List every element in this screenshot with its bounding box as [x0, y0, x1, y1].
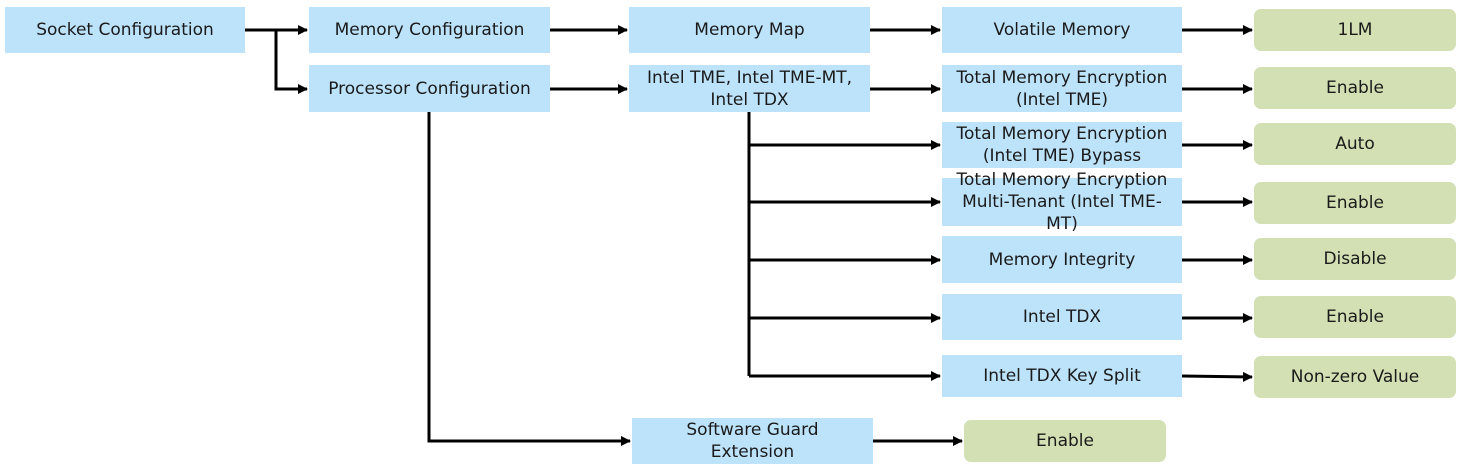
memory-configuration-label: Memory Configuration — [334, 20, 525, 40]
intel-tdx-label: Intel TDX — [1022, 307, 1102, 327]
memory-integrity-value-label: Disable — [1323, 249, 1387, 269]
software-guard-extension-value-label: Enable — [1036, 431, 1094, 451]
volatile-memory-label: Volatile Memory — [993, 20, 1131, 40]
memory-map-label: Memory Map — [694, 20, 805, 40]
tme-bypass-value: Auto — [1254, 123, 1456, 165]
socket-configuration-node: Socket Configuration — [5, 7, 245, 53]
software-guard-extension-node: Software Guard Extension — [632, 418, 873, 464]
tme-multi-tenant-value: Enable — [1254, 182, 1456, 224]
processor-configuration-node: Processor Configuration — [309, 65, 550, 112]
memory-integrity-value: Disable — [1254, 238, 1456, 280]
intel-tdx-value: Enable — [1254, 296, 1456, 338]
memory-map-node: Memory Map — [629, 7, 870, 53]
tme-value-label: Enable — [1326, 78, 1384, 98]
software-guard-extension-label: Software Guard Extension — [686, 420, 819, 462]
tme-bypass-node: Total Memory Encryption (Intel TME) Bypa… — [942, 122, 1182, 168]
tme-multi-tenant-value-label: Enable — [1326, 193, 1384, 213]
memory-integrity-node: Memory Integrity — [942, 236, 1182, 283]
total-memory-encryption-label: Total Memory Encryption (Intel TME) — [956, 67, 1168, 110]
volatile-memory-value: 1LM — [1254, 9, 1456, 51]
intel-tdx-key-split-value: Non-zero Value — [1254, 356, 1456, 398]
tme-value: Enable — [1254, 67, 1456, 109]
memory-integrity-label: Memory Integrity — [988, 249, 1136, 270]
tme-multi-tenant-label: Total Memory Encryption Multi-Tenant (In… — [956, 170, 1168, 234]
tme-bypass-label: Total Memory Encryption (Intel TME) Bypa… — [956, 124, 1168, 166]
software-guard-extension-value: Enable — [964, 420, 1166, 462]
intel-tdx-node: Intel TDX — [942, 294, 1182, 340]
memory-configuration-node: Memory Configuration — [309, 7, 550, 53]
socket-configuration-label: Socket Configuration — [36, 20, 214, 40]
total-memory-encryption-node: Total Memory Encryption (Intel TME) — [942, 65, 1182, 112]
intel-tdx-value-label: Enable — [1326, 307, 1384, 327]
tme-multi-tenant-node: Total Memory Encryption Multi-Tenant (In… — [942, 170, 1182, 234]
intel-tdx-key-split-node: Intel TDX Key Split — [942, 355, 1182, 397]
intel-tdx-key-split-label: Intel TDX Key Split — [983, 366, 1141, 386]
processor-configuration-label: Processor Configuration — [328, 78, 531, 99]
intel-tme-group-node: Intel TME, Intel TME-MT, Intel TDX — [629, 65, 870, 112]
intel-tdx-key-split-value-label: Non-zero Value — [1290, 367, 1420, 387]
tme-bypass-value-label: Auto — [1335, 134, 1375, 154]
intel-tme-group-label: Intel TME, Intel TME-MT, Intel TDX — [646, 67, 853, 110]
volatile-memory-value-label: 1LM — [1337, 20, 1373, 40]
volatile-memory-node: Volatile Memory — [942, 7, 1182, 53]
